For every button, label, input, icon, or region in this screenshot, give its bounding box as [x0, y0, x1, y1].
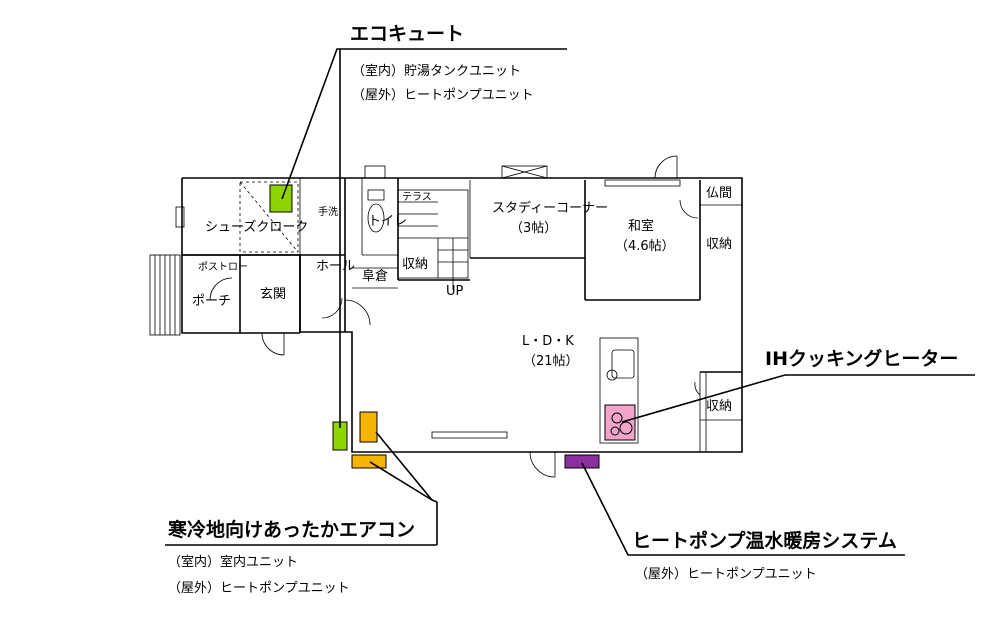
hall-label: ホール [316, 259, 355, 274]
aircon-title: 寒冷地向けあったかエアコン [168, 518, 415, 541]
toilet-label: トイレ [368, 214, 407, 229]
storage-label-2: 収納 [706, 237, 732, 252]
ecocute-tank-marker [269, 184, 293, 213]
shoes-closet-label: シューズクローク [205, 219, 308, 235]
heating-line-1: （屋外）ヒートポンプユニット [635, 567, 817, 582]
aircon-line-2: （屋外）ヒートポンプユニット [168, 581, 350, 596]
aircon-indoor-marker [359, 411, 378, 443]
ldk-label: L・D・K [522, 334, 574, 349]
ecocute-line-1: （室内）貯湯タンクユニット [352, 63, 521, 79]
callout-ih: IHクッキングヒーター [765, 347, 958, 370]
study-size-label: （3帖） [510, 221, 557, 236]
heating-heatpump-marker [564, 454, 600, 469]
aircon-line-1: （室内）室内ユニット [168, 554, 298, 570]
pantry-label: 阜倉 [362, 268, 388, 284]
washitsu-size-label: （4.6帖） [615, 239, 675, 254]
porch-label: ポーチ [192, 294, 231, 309]
washitsu-label: 和室 [628, 218, 654, 234]
ih-heater-marker [604, 404, 636, 441]
leader-lines [165, 48, 975, 556]
room-labels: シューズクローク 手洗 トイレ ホール テラス 収納 阜倉 UP スタディーコー… [192, 186, 732, 414]
aircon-outdoor-marker [351, 454, 387, 469]
genkan-label: 玄関 [260, 287, 286, 302]
ecocute-title: エコキュート [350, 23, 464, 45]
postbox-label: ポストロー [198, 261, 248, 273]
callout-ecocute: エコキュート （室内）貯湯タンクユニット （屋外）ヒートポンプユニット [350, 23, 534, 103]
stairs-up-label: UP [446, 284, 464, 299]
stairs-mark-label: テラス [402, 191, 432, 203]
heating-title: ヒートポンプ温水暖房システム [632, 529, 897, 552]
interior-walls [175, 155, 742, 478]
ecocute-line-2: （屋外）ヒートポンプユニット [352, 88, 534, 103]
butsuma-label: 仏間 [706, 186, 732, 201]
ldk-size-label: （21帖） [523, 354, 579, 369]
storage-label-3: 収納 [706, 399, 732, 414]
handwash-label: 手洗 [318, 205, 338, 218]
callout-aircon: 寒冷地向けあったかエアコン （室内）室内ユニット （屋外）ヒートポンプユニット [168, 518, 415, 596]
ih-title: IHクッキングヒーター [765, 347, 958, 370]
callout-heating: ヒートポンプ温水暖房システム （屋外）ヒートポンプユニット [632, 529, 897, 582]
storage-label-1: 収納 [402, 257, 428, 272]
study-label: スタディーコーナー [492, 200, 608, 216]
